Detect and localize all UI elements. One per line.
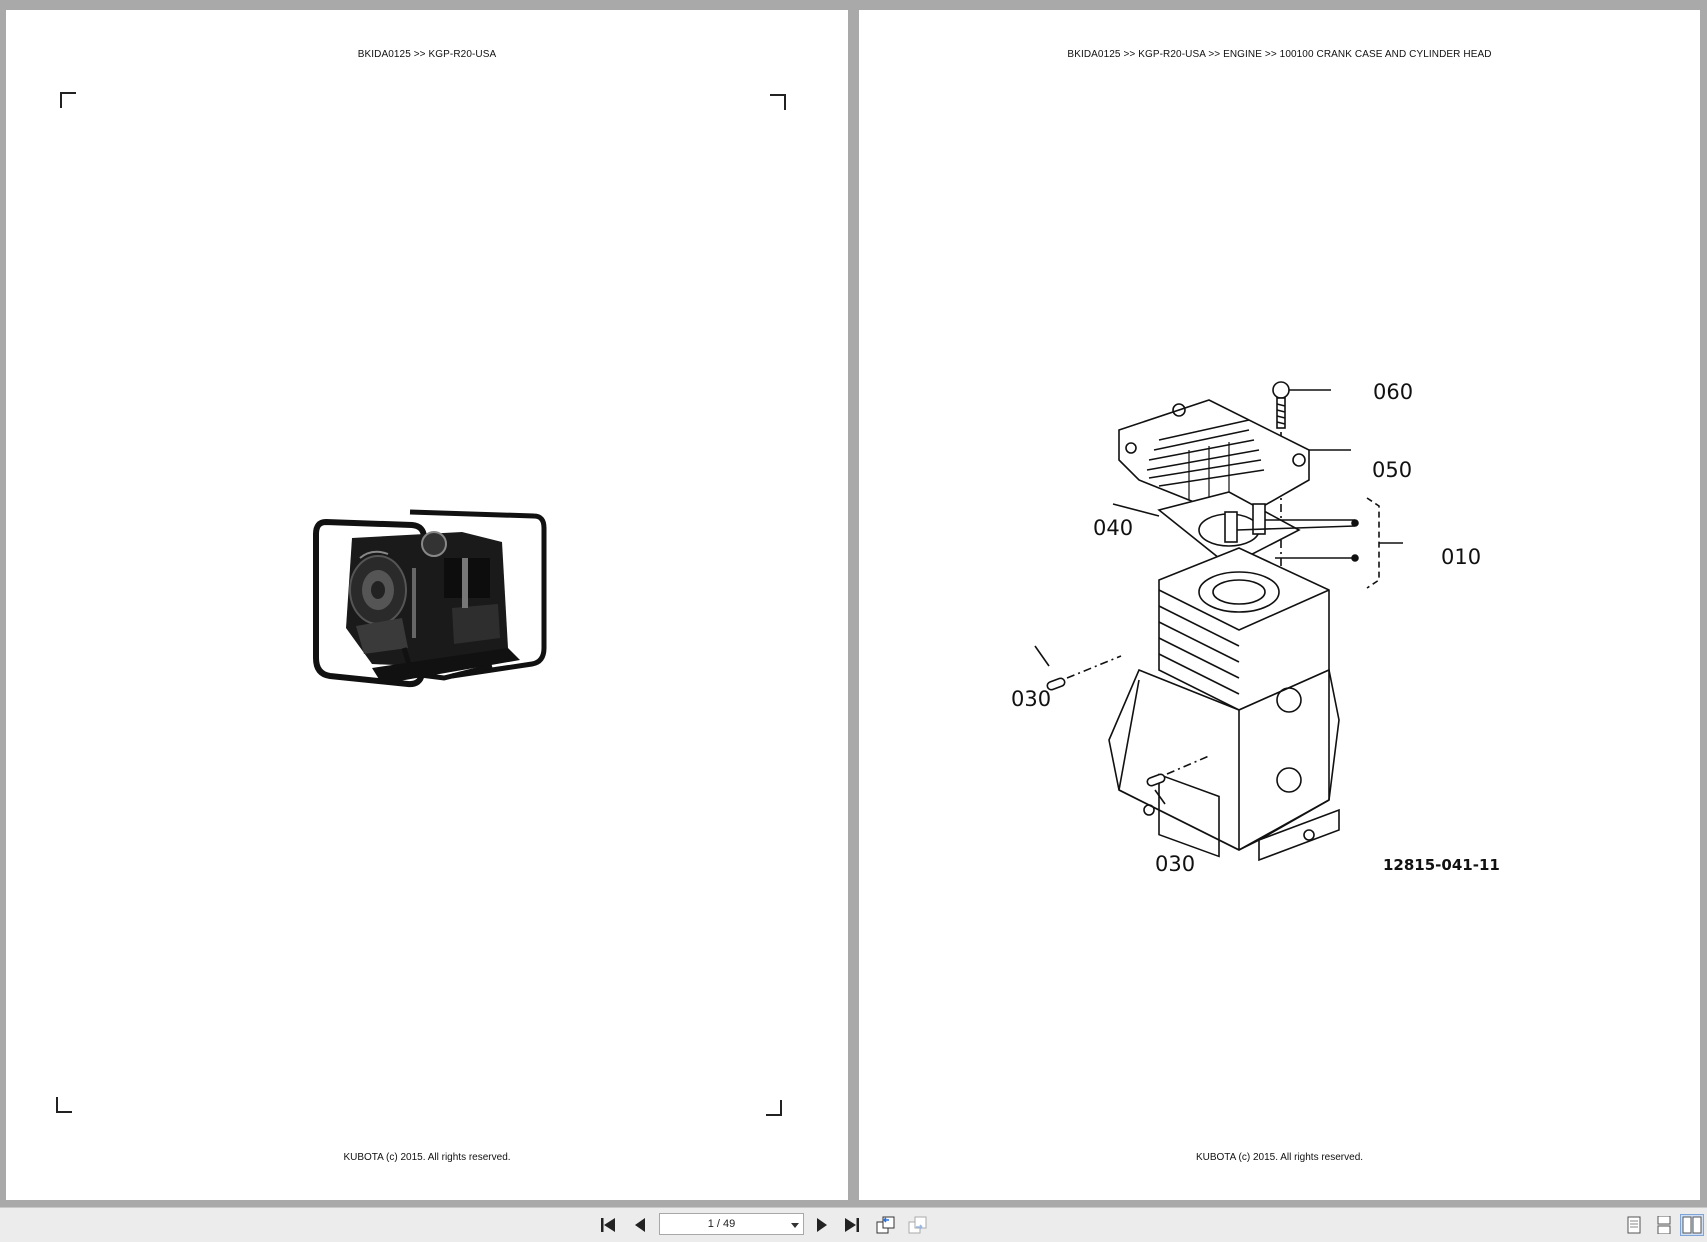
page-indicator: 1 / 49 <box>707 1218 736 1230</box>
document-viewer[interactable]: BKIDA0125 >> KGP-R20-USA <box>0 0 1707 1207</box>
page-header: BKIDA0125 >> KGP-R20-USA >> ENGINE >> 10… <box>1067 49 1492 60</box>
prev-page-icon[interactable] <box>628 1214 652 1236</box>
page-footer: KUBOTA (c) 2015. All rights reserved. <box>343 1152 511 1163</box>
crank-case-diagram <box>1009 380 1469 895</box>
left-page: BKIDA0125 >> KGP-R20-USA <box>6 10 848 1200</box>
crop-mark-top-left <box>60 92 76 108</box>
callout-010: 010 <box>1441 545 1482 569</box>
first-page-icon[interactable] <box>596 1214 620 1236</box>
page-number-input[interactable]: 1 / 49 <box>659 1213 804 1235</box>
callout-030-bottom: 030 <box>1155 852 1196 876</box>
figure-id: 12815-041-11 <box>1383 856 1500 874</box>
facing-pages-view-icon[interactable] <box>1680 1214 1704 1236</box>
next-page-icon[interactable] <box>810 1214 834 1236</box>
callout-030-left: 030 <box>1011 687 1052 711</box>
crop-mark-bottom-left <box>56 1097 72 1113</box>
callout-040: 040 <box>1093 516 1134 540</box>
page-header: BKIDA0125 >> KGP-R20-USA <box>357 49 497 60</box>
crop-mark-bottom-right <box>766 1100 782 1116</box>
last-page-icon[interactable] <box>840 1214 864 1236</box>
go-forward-icon[interactable] <box>906 1214 930 1236</box>
single-page-view-icon[interactable] <box>1622 1214 1646 1236</box>
right-page: BKIDA0125 >> KGP-R20-USA >> ENGINE >> 10… <box>859 10 1700 1200</box>
chevron-down-icon[interactable] <box>791 1223 799 1228</box>
callout-050: 050 <box>1372 458 1413 482</box>
continuous-view-icon[interactable] <box>1652 1214 1676 1236</box>
go-back-icon[interactable] <box>874 1214 898 1236</box>
page-footer: KUBOTA (c) 2015. All rights reserved. <box>1195 1152 1364 1163</box>
crop-mark-top-right <box>770 94 786 110</box>
navigation-toolbar: 1 / 49 <box>0 1207 1707 1242</box>
callout-060: 060 <box>1373 380 1414 404</box>
water-pump-illustration <box>312 498 552 739</box>
